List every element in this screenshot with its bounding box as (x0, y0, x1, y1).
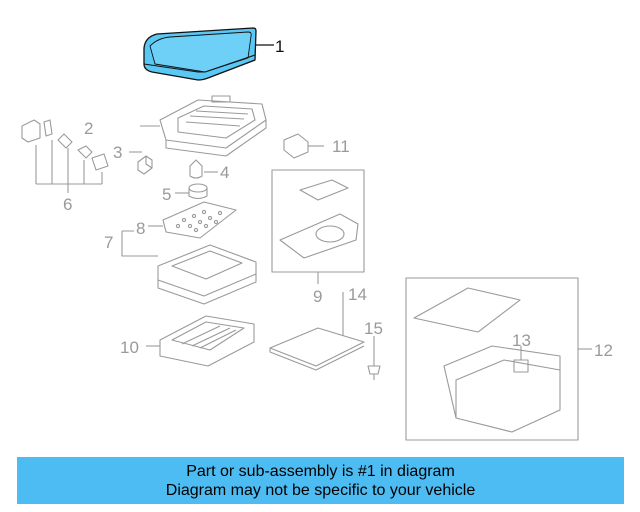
callout-13: 13 (512, 331, 531, 350)
part-9-box (271, 169, 365, 273)
callout-3: 3 (113, 143, 122, 162)
part-7-tray[interactable] (157, 244, 257, 305)
part-1-armrest-lid[interactable] (143, 27, 257, 81)
callout-10: 10 (120, 338, 139, 357)
part-3-clip[interactable] (137, 155, 153, 175)
part-12-box (405, 277, 579, 441)
callout-7-leader (121, 230, 158, 257)
part-4-pin[interactable] (189, 159, 203, 179)
callout-14: 14 (348, 285, 367, 304)
callout-15: 15 (364, 319, 383, 338)
part-2-lid-frame[interactable] (159, 95, 267, 157)
part-12-console-body[interactable] (413, 287, 561, 433)
callout-8: 8 (136, 219, 145, 238)
callout-12: 12 (594, 341, 613, 360)
callout-6: 6 (63, 195, 72, 214)
callout-1: 1 (275, 37, 284, 56)
callout-4: 4 (220, 163, 229, 182)
callout-11: 11 (332, 137, 350, 156)
part-11-connector[interactable] (283, 133, 309, 159)
parts-diagram: 1 (21, 27, 613, 441)
callout-7: 7 (104, 233, 113, 252)
part-5-bumper[interactable] (188, 183, 208, 200)
part-14-panel[interactable] (269, 327, 365, 371)
info-banner: Part or sub-assembly is #1 in diagram Di… (17, 457, 624, 504)
part-6-clips[interactable] (21, 119, 109, 193)
callout-5: 5 (162, 185, 171, 204)
callout-2: 2 (84, 119, 93, 138)
banner-line-1: Part or sub-assembly is #1 in diagram (186, 462, 455, 480)
part-10-base-frame[interactable] (159, 315, 255, 367)
banner-line-2: Diagram may not be specific to your vehi… (165, 481, 476, 499)
part-15-screw[interactable] (367, 365, 381, 380)
part-8-mat[interactable] (162, 201, 237, 239)
callout-9: 9 (313, 287, 322, 306)
part-9-bracket[interactable] (279, 179, 359, 259)
